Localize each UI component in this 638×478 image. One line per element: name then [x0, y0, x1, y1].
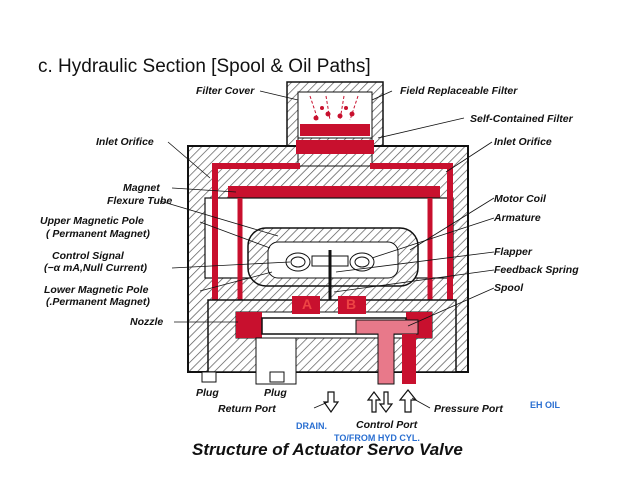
- label-control-signal-sub: (−α mA,Null Current): [44, 262, 148, 274]
- label-armature: Armature: [494, 212, 541, 224]
- label-plug-right: Plug: [264, 387, 287, 399]
- drain-arrow: [322, 391, 340, 414]
- filter-lines: [309, 95, 359, 121]
- label-motor-coil: Motor Coil: [494, 193, 546, 205]
- label-magnet: Magnet: [123, 182, 160, 194]
- coil-right: [349, 252, 375, 272]
- label-upper-magnetic-pole-sub: ( Permanent Magnet): [46, 228, 150, 240]
- label-control-signal: Control Signal: [52, 250, 124, 262]
- chamber-b-label: B: [346, 296, 357, 312]
- label-flexure-tube: Flexure Tube: [107, 195, 173, 207]
- diagram-title: Structure of Actuator Servo Valve: [192, 440, 463, 459]
- filter-element: [300, 124, 370, 136]
- chamber-a-label: A: [302, 296, 313, 312]
- chamber-a-oil: [292, 296, 320, 314]
- plug-right: [269, 371, 285, 383]
- label-filter-cover: Filter Cover: [196, 85, 255, 97]
- label-return-port: Return Port: [218, 403, 276, 415]
- control-port-arrows: [366, 391, 394, 413]
- pressure-port-passage: [402, 334, 416, 384]
- label-eh-oil: EH OIL: [530, 400, 561, 410]
- label-inlet-orifice-right: Inlet Orifice: [494, 136, 552, 148]
- label-field-replaceable-filter: Field Replaceable Filter: [400, 85, 518, 97]
- label-self-contained-filter: Self-Contained Filter: [470, 113, 573, 125]
- label-lower-magnetic-pole: Lower Magnetic Pole: [44, 284, 149, 296]
- plug-left: [201, 371, 217, 383]
- label-flapper: Flapper: [494, 246, 532, 258]
- label-drain: DRAIN.: [296, 421, 327, 431]
- label-lower-magnetic-pole-sub: (.Permanent Magnet): [46, 296, 150, 308]
- label-to-from-hyd-cyl: TO/FROM HYD CYL.: [334, 433, 420, 443]
- label-spool: Spool: [494, 282, 524, 294]
- label-feedback-spring: Feedback Spring: [494, 264, 579, 276]
- chamber-b-oil: [338, 296, 366, 314]
- label-inlet-orifice-left: Inlet Orifice: [96, 136, 154, 148]
- pressure-port-arrow: [398, 389, 418, 413]
- control-port-passage: [355, 319, 419, 385]
- spool-land-left: [236, 312, 262, 338]
- slide-title: c. Hydraulic Section [Spool & Oil Paths]: [38, 56, 371, 77]
- leader-lines: [159, 90, 495, 409]
- inlet-neck-oil: [296, 140, 374, 154]
- label-nozzle: Nozzle: [130, 316, 164, 328]
- label-control-port: Control Port: [356, 419, 418, 431]
- label-pressure-port: Pressure Port: [434, 403, 503, 415]
- magnet-bar: [228, 186, 440, 198]
- label-upper-magnetic-pole: Upper Magnetic Pole: [40, 215, 144, 227]
- label-plug-left: Plug: [196, 387, 219, 399]
